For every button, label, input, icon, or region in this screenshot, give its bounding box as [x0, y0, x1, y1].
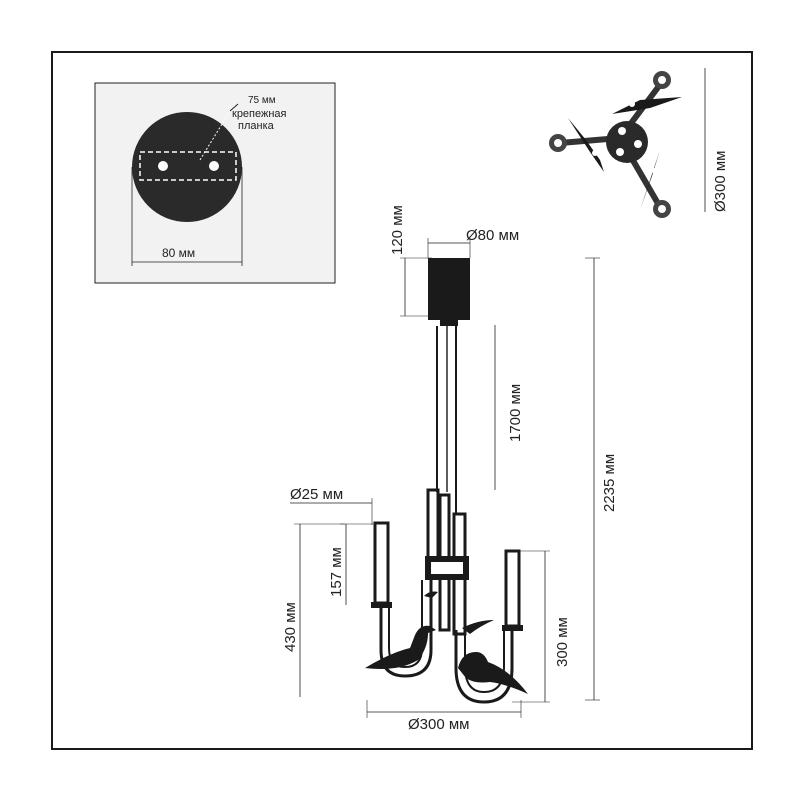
canopy-diameter-label: Ø80 мм [466, 227, 519, 244]
bird-back [462, 620, 494, 634]
bracket-leader-end [229, 103, 239, 112]
side-view-illustration [365, 258, 528, 704]
top-view-bird-1 [612, 97, 682, 114]
top-view-bird-1-mark [629, 101, 635, 107]
mount-detail-panel: 75 мм крепежная планка 80 мм [94, 82, 336, 284]
right-shade-tube [504, 549, 521, 628]
top-view-canopy-hole-1 [618, 127, 626, 135]
bracket-label-line2: планка [238, 120, 275, 132]
canopy-height-label: 120 мм [389, 205, 406, 255]
hole-spacing-label: 75 мм [248, 95, 276, 106]
top-view-diameter-label: Ø300 мм [712, 151, 729, 213]
body-diameter-label: Ø300 мм [408, 716, 470, 733]
bracket-label-line1: крепежная [232, 108, 287, 120]
body-height-label: 430 мм [282, 602, 299, 652]
right-shade-ring [502, 625, 523, 631]
mount-hole-left [158, 161, 168, 171]
canopy-cap [440, 320, 458, 326]
canopy-cylinder [428, 258, 470, 320]
arm-height-label: 300 мм [554, 617, 571, 667]
bird-small [424, 591, 438, 598]
top-view-bird-3 [640, 150, 660, 210]
top-view-bird-2-mark [592, 150, 598, 156]
bracket-leader-line [199, 110, 231, 161]
left-shade-tube [373, 521, 390, 605]
canopy-width-label: 80 мм [162, 246, 195, 260]
outer-frame [51, 51, 753, 750]
top-view-knob-3-center [658, 205, 666, 213]
bird-left [365, 625, 436, 669]
tube-diameter-label: Ø25 мм [290, 486, 343, 503]
top-view-knob-2-center [554, 139, 562, 147]
center-collar-band [431, 562, 463, 574]
left-shade-ring [371, 602, 392, 608]
shade-length-label: 157 мм [328, 547, 345, 597]
mounting-bracket-outline [139, 151, 237, 181]
top-view-canopy-hole-2 [634, 140, 642, 148]
total-height-label: 2235 мм [601, 454, 618, 512]
center-tube-left [426, 488, 440, 560]
mount-hole-right [209, 161, 219, 171]
rod-length-label: 1700 мм [507, 384, 524, 442]
canopy-plate-circle [132, 112, 242, 222]
top-view-knob-1-center [658, 76, 666, 84]
top-view-canopy [606, 121, 648, 163]
top-view-bird-2 [568, 118, 604, 172]
top-view-bird-3-mark [649, 167, 655, 173]
top-view-canopy-hole-3 [616, 148, 624, 156]
bird-right [458, 652, 528, 694]
top-view-illustration [549, 71, 682, 218]
